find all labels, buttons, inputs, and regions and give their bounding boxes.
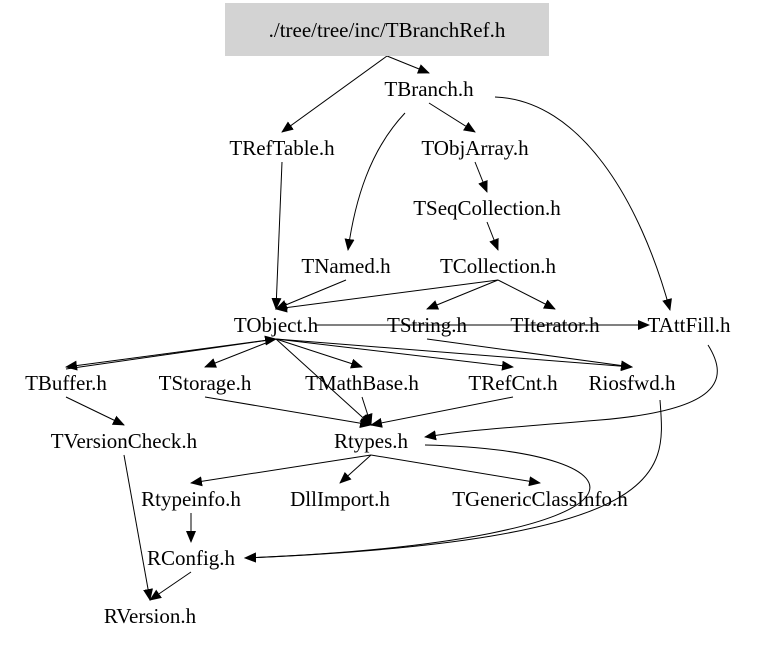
- edge-tstorage-to-rtypes: [204, 396, 372, 429]
- edge-tversioncheck-to-rversion: [123, 454, 153, 601]
- edge-rtypes-to-tgenericclassinfo: [370, 454, 541, 487]
- edge-tbranch-to-tnamed: [344, 112, 406, 251]
- edge-tobject-to-tstorage: [204, 338, 277, 368]
- node-tseqcollection[interactable]: TSeqCollection.h: [413, 196, 561, 220]
- edge-treftable-to-tobject: [271, 161, 283, 310]
- root-node[interactable]: ./tree/tree/inc/TBranchRef.h: [269, 18, 506, 42]
- node-tattfill[interactable]: TAttFill.h: [648, 313, 731, 337]
- node-tnamed[interactable]: TNamed.h: [301, 254, 391, 278]
- edge-tbuffer-to-tobject: [65, 335, 277, 370]
- node-riosfwd[interactable]: Riosfwd.h: [589, 371, 676, 395]
- edge-tcollection-to-tobject: [275, 279, 499, 313]
- edge-tbranch-to-tattfill: [494, 96, 672, 311]
- node-tcollection[interactable]: TCollection.h: [440, 254, 557, 278]
- edge-rtypes-to-dllimport: [339, 454, 372, 484]
- node-trefcnt[interactable]: TRefCnt.h: [468, 371, 558, 395]
- node-dllimport[interactable]: DllImport.h: [290, 487, 390, 511]
- edge-tobject-to-riosfwd: [275, 338, 633, 372]
- edge-tobject-to-trefcnt: [275, 338, 514, 371]
- edge-rtypes-to-rtypeinfo: [190, 454, 372, 487]
- edge-rtypes-to-rconfig: [244, 444, 591, 563]
- node-tobject[interactable]: TObject.h: [234, 313, 319, 337]
- edge-tseqcollection-to-tcollection: [486, 221, 499, 251]
- edge-root-to-tbranch: [386, 55, 430, 74]
- node-treftable[interactable]: TRefTable.h: [229, 136, 335, 160]
- node-tgenericclassinfo[interactable]: TGenericClassInfo.h: [452, 487, 628, 511]
- edge-tobject-to-rtypes: [275, 338, 372, 426]
- node-rconfig[interactable]: RConfig.h: [147, 546, 236, 570]
- edge-rconfig-to-rversion: [149, 571, 192, 601]
- node-tbuffer[interactable]: TBuffer.h: [25, 371, 107, 395]
- edge-tobject-to-tmathbase: [275, 338, 363, 369]
- edge-trefcnt-to-rtypes: [370, 396, 514, 428]
- node-rtypes[interactable]: Rtypes.h: [334, 429, 409, 453]
- edge-riosfwd-to-rconfig: [244, 399, 662, 563]
- edge-root-to-treftable: [281, 55, 388, 133]
- edge-tcollection-to-titerator: [497, 279, 556, 310]
- node-tmathbase[interactable]: TMathBase.h: [305, 371, 419, 395]
- node-titerator[interactable]: TIterator.h: [510, 313, 600, 337]
- edge-tbranch-to-tobjarray: [428, 102, 476, 133]
- edge-tbuffer-to-tversioncheck: [65, 396, 125, 426]
- root-node-box: [225, 3, 549, 56]
- node-tversioncheck[interactable]: TVersionCheck.h: [51, 429, 198, 453]
- edge-tattfill-to-rtypes: [424, 344, 718, 441]
- edge-tstring-to-riosfwd: [426, 338, 633, 371]
- node-rversion[interactable]: RVersion.h: [104, 604, 197, 628]
- node-tbranch[interactable]: TBranch.h: [384, 77, 474, 101]
- edge-tobjarray-to-tseqcollection: [474, 161, 488, 193]
- edge-tcollection-to-tstring: [426, 279, 499, 310]
- node-tstorage[interactable]: TStorage.h: [159, 371, 252, 395]
- node-tstring[interactable]: TString.h: [387, 313, 467, 337]
- node-tobjarray[interactable]: TObjArray.h: [421, 136, 529, 160]
- node-rtypeinfo[interactable]: Rtypeinfo.h: [141, 487, 241, 511]
